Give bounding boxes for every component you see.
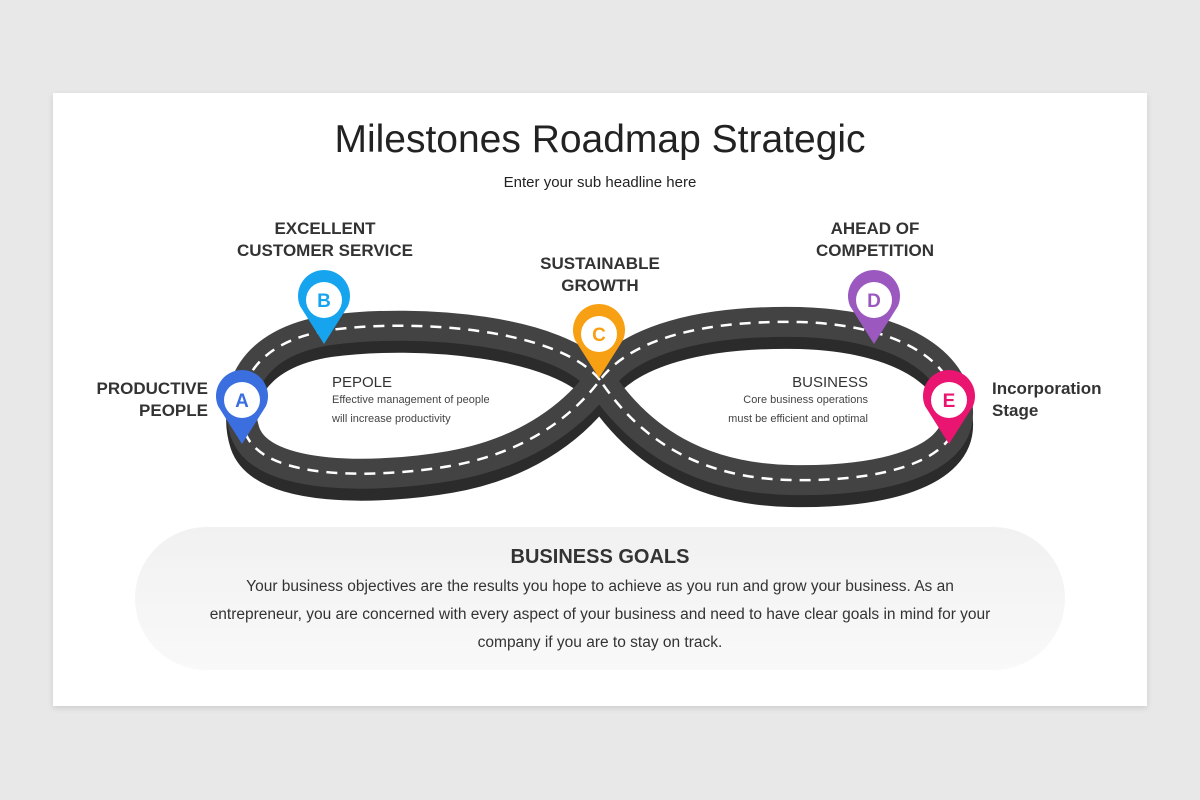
pin-letter: A — [235, 391, 249, 412]
right-loop-text: BUSINESS Core business operations must b… — [668, 374, 868, 429]
road-lane-dashes — [239, 320, 960, 482]
pin-letter: D — [867, 291, 881, 312]
right-loop-heading: BUSINESS — [792, 374, 868, 391]
right-loop-line2: must be efficient and optimal — [728, 413, 868, 425]
pin-letter: B — [317, 291, 331, 312]
left-loop-line1: Effective management of people — [332, 394, 490, 406]
map-pin-d-icon: D — [848, 270, 900, 344]
right-loop-line1: Core business operations — [743, 394, 868, 406]
pin-letter: E — [943, 391, 956, 412]
left-loop-heading: PEPOLE — [332, 374, 393, 391]
pin-letter: C — [592, 325, 606, 346]
business-goals-text: Your business objectives are the results… — [209, 578, 991, 651]
page-subtitle: Enter your sub headline here — [503, 174, 697, 191]
business-goals-panel — [135, 527, 1065, 670]
page-title: Milestones Roadmap Strategic — [334, 118, 866, 161]
business-goals-heading: BUSINESS GOALS — [510, 546, 690, 568]
map-pin-b-icon: B — [298, 270, 350, 344]
map-pin-e-icon: E — [923, 370, 975, 444]
map-pin-c-icon: C — [573, 304, 625, 378]
left-loop-line2: will increase productivity — [332, 413, 451, 425]
left-loop-text: PEPOLE Effective management of people wi… — [332, 374, 490, 429]
map-pin-a-icon: A — [216, 370, 268, 444]
